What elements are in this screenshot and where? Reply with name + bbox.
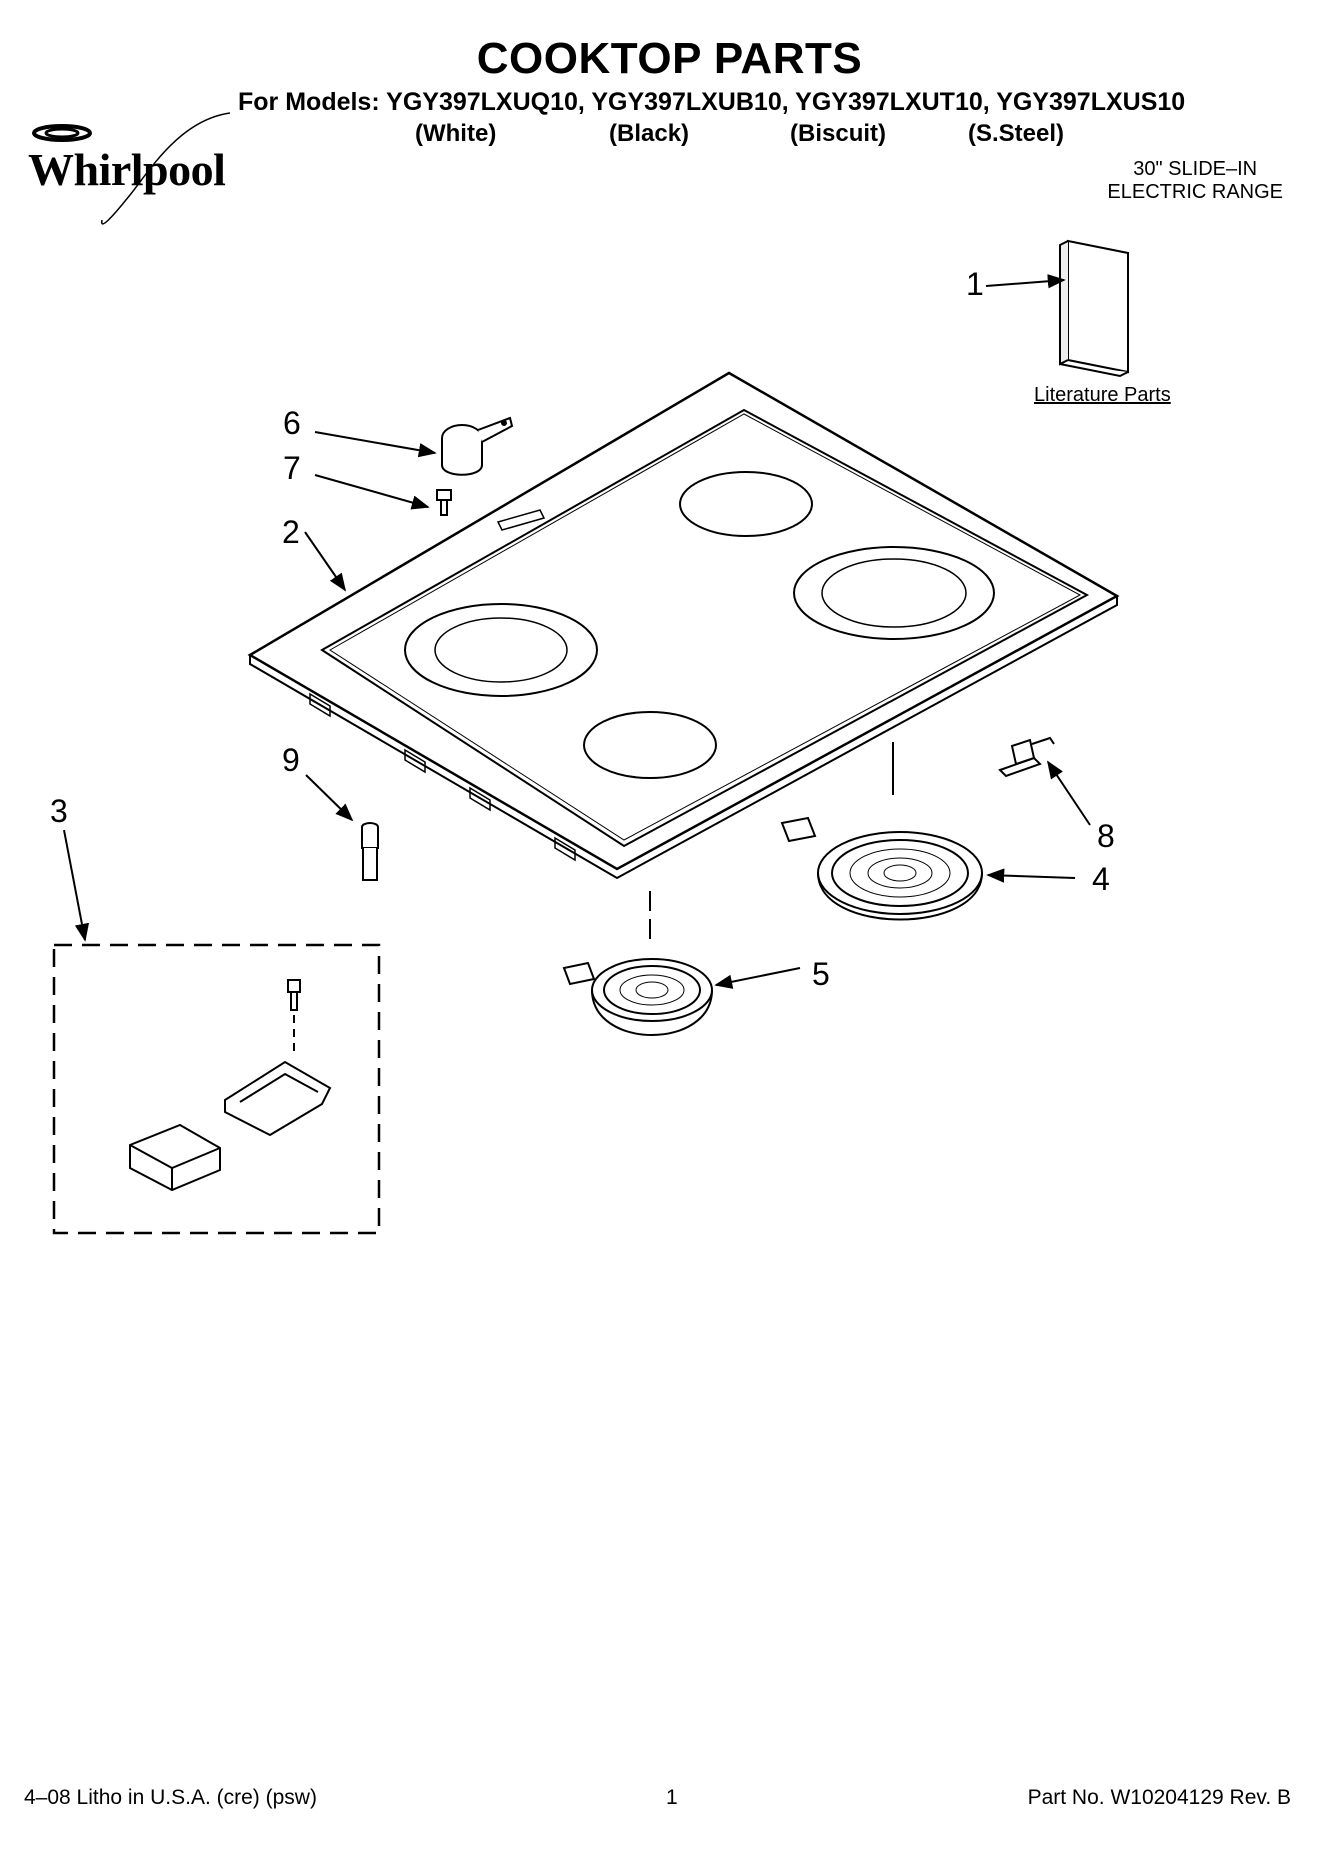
connector-part-9 (361, 822, 379, 881)
callout-8: 8 (1097, 818, 1115, 854)
leader-lines (63, 274, 1091, 989)
radiant-element-large-part-4 (780, 742, 983, 921)
brand-logo: Whirlpool (28, 144, 226, 195)
range-line-1: 30" SLIDE–IN (1133, 158, 1258, 180)
color-stainless-steel: (S.Steel) (968, 120, 1065, 147)
footer-litho: 4–08 Litho in U.S.A. (cre) (psw) (24, 1786, 317, 1809)
callout-9: 9 (282, 742, 300, 778)
color-biscuit: (Biscuit) (790, 120, 886, 147)
footer-part-number: Part No. W10204129 Rev. B (1027, 1786, 1291, 1809)
footer-page-number: 1 (666, 1786, 678, 1809)
callout-3: 3 (50, 793, 68, 829)
callout-6: 6 (283, 405, 301, 441)
range-line-2: ELECTRIC RANGE (1107, 181, 1283, 203)
whirlpool-logo-icon (32, 112, 231, 225)
bracket-part-8 (998, 736, 1055, 778)
kit-contents (129, 979, 332, 1192)
page-title: COOKTOP PARTS (476, 34, 863, 83)
callout-4: 4 (1092, 861, 1110, 897)
limit-switch-part-6 (441, 416, 514, 476)
callout-7: 7 (283, 450, 301, 486)
color-white: (White) (415, 120, 497, 147)
literature-parts-label: Literature Parts (1034, 384, 1171, 406)
range-type: 30" SLIDE–IN ELECTRIC RANGE (1107, 158, 1283, 204)
callout-5: 5 (812, 956, 830, 992)
callout-2: 2 (282, 514, 300, 550)
callout-1: 1 (966, 266, 984, 302)
color-black: (Black) (609, 120, 690, 147)
cooktop-glass-top (247, 371, 1120, 880)
kit-box-part-3 (52, 943, 381, 1235)
radiant-element-small-part-5 (562, 891, 713, 1036)
literature-parts-booklet (1059, 239, 1129, 378)
models-line: For Models: YGY397LXUQ10, YGY397LXUB10, … (238, 88, 1186, 116)
screw-part-7 (436, 489, 452, 516)
